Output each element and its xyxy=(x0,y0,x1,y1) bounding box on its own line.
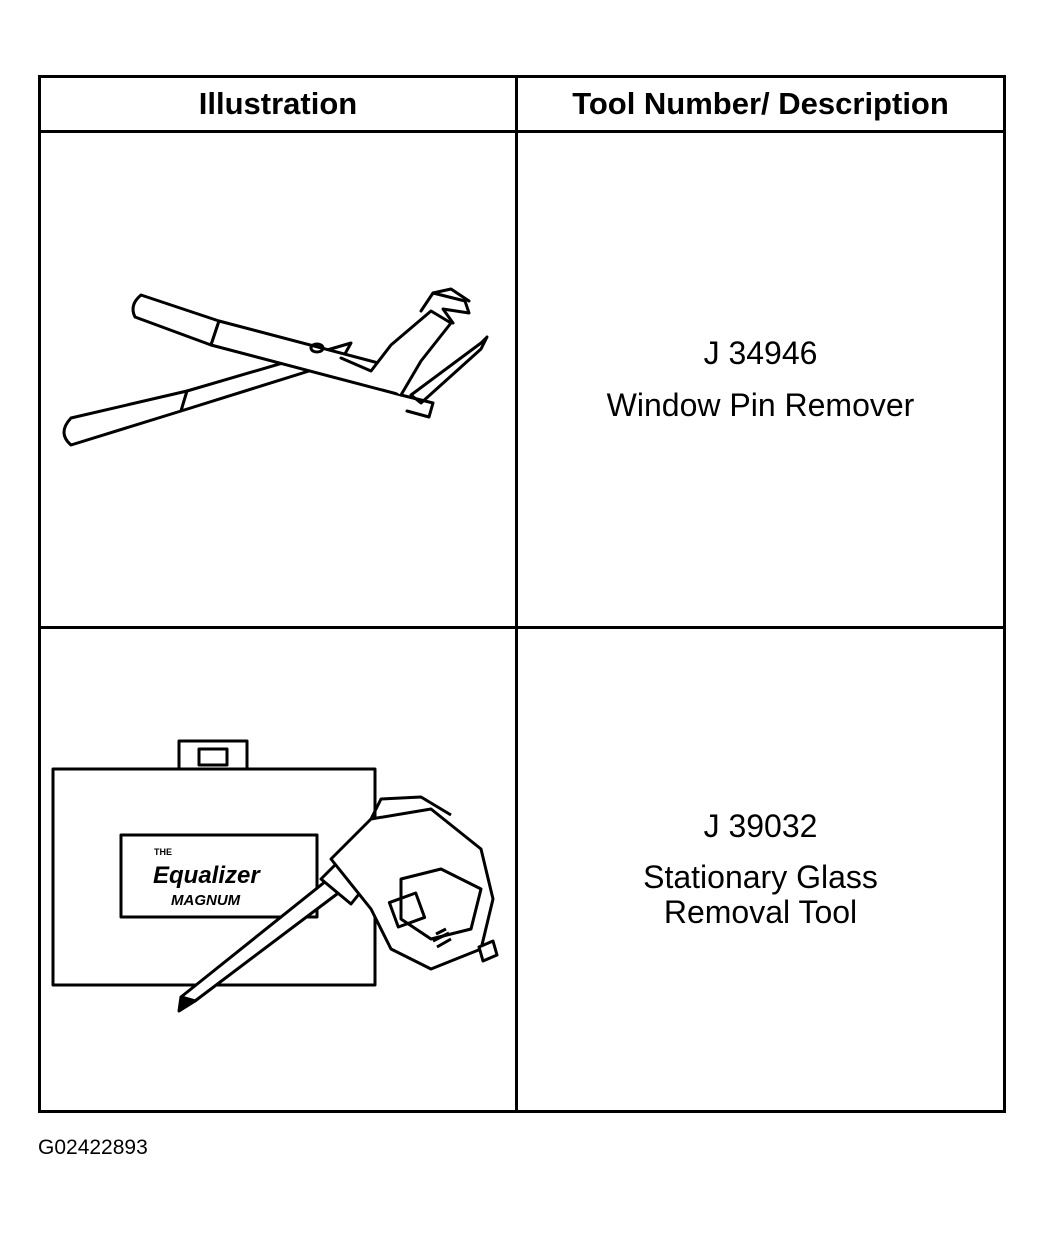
tool-description-line-2: Removal Tool xyxy=(663,894,858,931)
header-tool-description: Tool Number/ Description xyxy=(572,86,949,121)
tool-number: J 34946 xyxy=(703,335,818,372)
tool-number: J 39032 xyxy=(703,807,818,844)
row-divider xyxy=(41,626,1003,629)
tool-description-line-1: Stationary Glass xyxy=(643,858,878,895)
glass-removal-tool-illustration: THE Equalizer MAGNUM xyxy=(41,629,515,1110)
tool-info-j39032: J 39032 Stationary Glass Removal Tool xyxy=(518,629,1003,1110)
header-divider xyxy=(41,130,1003,133)
window-pin-remover-illustration xyxy=(41,133,515,626)
case-label-prefix: THE xyxy=(154,847,172,857)
case-label-model: MAGNUM xyxy=(171,892,241,909)
figure-id: G02422893 xyxy=(38,1136,148,1159)
column-divider xyxy=(515,78,518,1110)
case-label-brand: Equalizer xyxy=(153,862,261,889)
tool-description: Window Pin Remover xyxy=(606,386,915,423)
window-pin-remover-icon xyxy=(62,287,489,447)
tool-info-j34946: J 34946 Window Pin Remover xyxy=(518,133,1003,626)
tool-table: Illustration Tool Number/ Description J … xyxy=(38,75,1006,1113)
header-illustration: Illustration xyxy=(198,86,358,121)
glass-removal-tool-icon: THE Equalizer MAGNUM xyxy=(51,739,499,1013)
